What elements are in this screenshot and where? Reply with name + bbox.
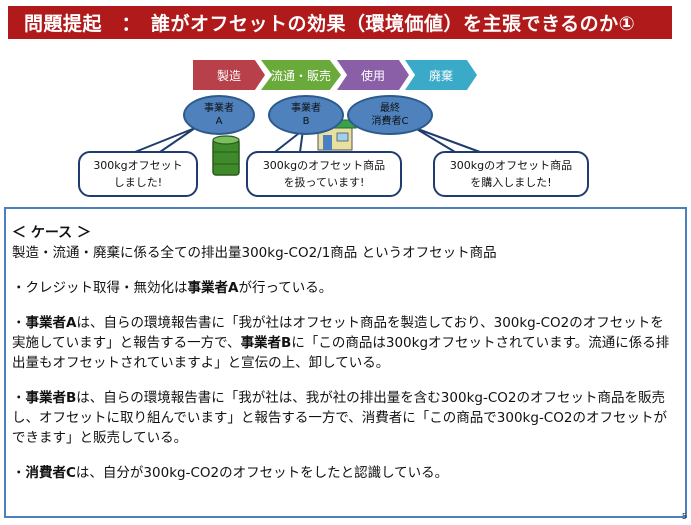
speech-bubble-c: 300kgのオフセット商品 を購入しました! <box>433 151 589 197</box>
actor-c-line2: 消費者C <box>371 116 409 127</box>
actor-a-line2: A <box>215 116 223 127</box>
actor-b-line1: 事業者 <box>291 103 321 114</box>
flow-step-use: 使用 <box>337 60 409 90</box>
case-point-3: ・事業者Bは、自らの環境報告書に「我が社は、我が社の排出量を含む300kg-CO… <box>12 390 667 446</box>
case-point-4: ・消費者Cは、自分が300kg-CO2のオフセットをしたと認識している。 <box>12 465 449 481</box>
actor-business-b: 事業者 B <box>268 95 344 135</box>
actor-business-a: 事業者 A <box>183 95 255 135</box>
case-summary: 製造・流通・廃棄に係る全ての排出量300kg-CO2/1商品 というオフセット商… <box>12 245 497 261</box>
case-point-1: ・クレジット取得・無効化は事業者Aが行っている。 <box>12 280 333 296</box>
case-box: ＜ ケース ＞ 製造・流通・廃棄に係る全ての排出量300kg-CO2/1商品 と… <box>4 207 687 518</box>
flow-step-distribution-sales: 流通・販売 <box>261 60 341 90</box>
actor-a-line1: 事業者 <box>204 103 234 114</box>
actor-c-line1: 最終 <box>380 103 400 114</box>
actor-b-line2: B <box>302 116 310 127</box>
actor-end-consumer-c: 最終 消費者C <box>347 95 433 135</box>
case-point-2: ・事業者Aは、自らの環境報告書に「我が社はオフセット商品を製造しており、300k… <box>12 315 670 371</box>
speech-bubble-b: 300kgのオフセット商品 を扱っています! <box>246 151 402 197</box>
speech-bubble-a: 300kgオフセット しました! <box>78 151 198 197</box>
flow-step-disposal: 廃棄 <box>405 60 477 90</box>
barrel-icon <box>212 135 240 176</box>
case-heading: ＜ ケース ＞ <box>12 225 92 241</box>
flow-step-manufacturing: 製造 <box>193 60 265 90</box>
slide-title: 問題提起 ： 誰がオフセットの効果（環境価値）を主張できるのか① <box>8 6 672 39</box>
page-number: 5 <box>681 512 687 521</box>
